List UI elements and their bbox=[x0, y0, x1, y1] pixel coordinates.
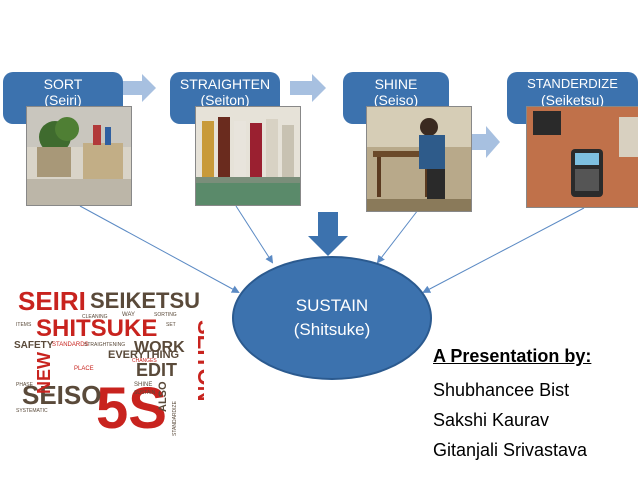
step-title: SHINE bbox=[374, 76, 418, 92]
cloud-word: STANDARDS bbox=[52, 342, 89, 348]
step-subtitle: (Seiri) bbox=[44, 92, 82, 108]
right-arrow-icon bbox=[290, 74, 326, 102]
presentation-heading: A Presentation by: bbox=[433, 346, 592, 366]
sort-photo bbox=[26, 106, 132, 206]
cloud-word: SET bbox=[166, 322, 176, 328]
connector-sort bbox=[79, 205, 240, 293]
step-subtitle: (Seiketsu) bbox=[540, 92, 605, 108]
cloud-word: SORTING bbox=[154, 312, 177, 318]
straighten-photo bbox=[195, 106, 301, 206]
presentation-credits: A Presentation by: Shubhancee Bist Saksh… bbox=[433, 346, 591, 465]
cloud-word: SYSTEMATIC bbox=[16, 408, 48, 414]
cloud-word: EVERYTHING bbox=[108, 349, 179, 361]
presenter-name: Gitanjali Srivastava bbox=[433, 440, 588, 460]
standardize-photo bbox=[526, 106, 638, 208]
connector-straighten bbox=[235, 205, 274, 264]
cloud-word: STANDARDIZE bbox=[172, 400, 178, 436]
cloud-word: EDIT bbox=[136, 360, 177, 380]
step-title: STRAIGHTEN bbox=[179, 76, 271, 92]
cloud-word: SEITON bbox=[193, 320, 204, 402]
right-arrow-icon bbox=[468, 126, 500, 158]
cloud-word: SEIKETSU bbox=[90, 288, 200, 313]
cloud-word: STRAIGHTENING bbox=[84, 342, 125, 348]
presenter-name: Sakshi Kaurav bbox=[433, 410, 550, 430]
cloud-word: WORK bbox=[134, 339, 185, 356]
step-subtitle: (Seiso) bbox=[373, 92, 419, 108]
cloud-word: ITEMS bbox=[16, 322, 32, 328]
cloud-word: WAY bbox=[122, 312, 135, 318]
step-title: SORT bbox=[43, 76, 83, 92]
cloud-word: CLEANING bbox=[82, 314, 108, 320]
cloud-word: CHANGES bbox=[132, 358, 157, 364]
presenter-name: Shubhancee Bist bbox=[433, 380, 570, 400]
cloud-word: NEW bbox=[34, 352, 54, 394]
5s-word-cloud: SEIRI SEIKETSU SHITSUKE SEITON 5S SEISO … bbox=[14, 286, 204, 440]
cloud-word: SEISO bbox=[22, 380, 101, 410]
cloud-word: SEIRI bbox=[18, 286, 86, 316]
connector-standardize bbox=[422, 207, 585, 293]
cloud-word: PLACE bbox=[74, 366, 94, 372]
step-title: STANDERDIZE bbox=[527, 76, 618, 91]
cloud-word: PHASE bbox=[16, 382, 34, 388]
down-arrow-icon bbox=[308, 212, 348, 256]
sustain-ellipse: SUSTAIN (Shitsuke) bbox=[232, 256, 432, 380]
cloud-word: SAFETY bbox=[14, 340, 54, 351]
right-arrow-icon bbox=[122, 74, 156, 102]
cloud-word: SUSTAIN bbox=[134, 390, 156, 396]
cloud-word: ALSO bbox=[157, 381, 169, 412]
connector-shine bbox=[376, 209, 419, 264]
sustain-subtitle: (Shitsuke) bbox=[293, 320, 371, 339]
step-subtitle: (Seiton) bbox=[200, 92, 250, 108]
sustain-title: SUSTAIN bbox=[295, 296, 369, 315]
cloud-word: 5S bbox=[96, 376, 167, 440]
cloud-word: SHINE bbox=[134, 382, 152, 388]
shine-photo bbox=[366, 106, 472, 212]
cloud-word: SHITSUKE bbox=[36, 315, 157, 342]
